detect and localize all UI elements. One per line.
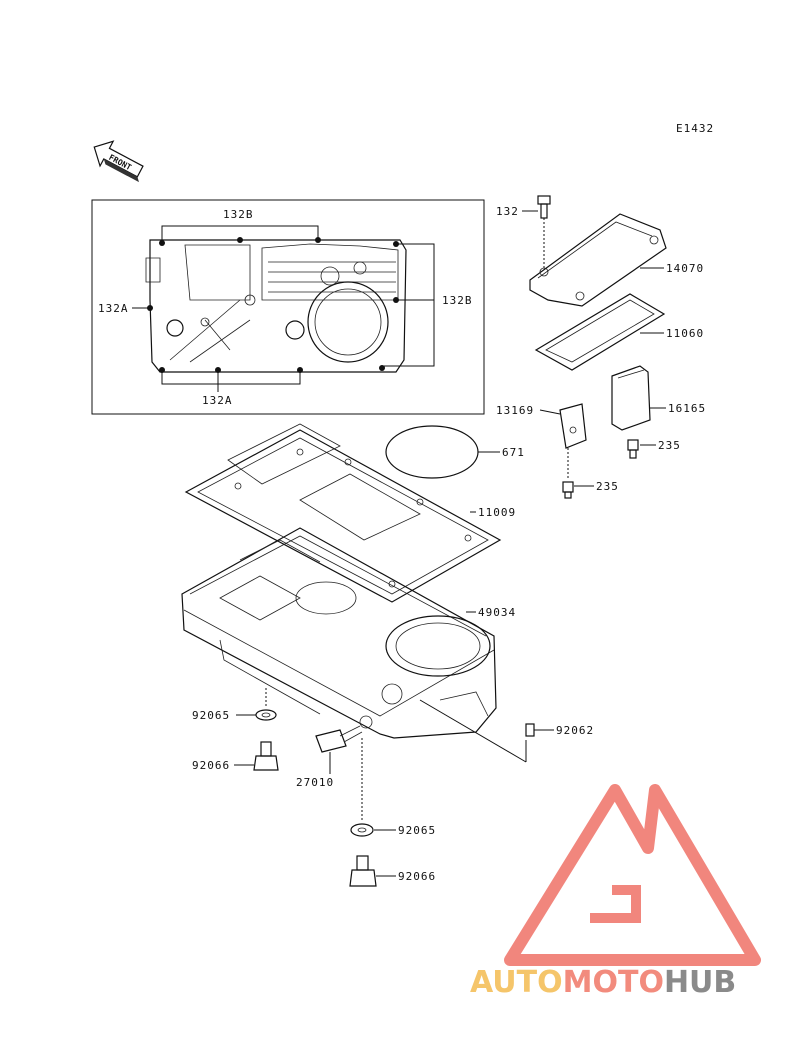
watermark-auto: AUTO [470, 965, 563, 1000]
o-ring-671 [385, 425, 479, 479]
breather-cover-14070 [529, 213, 667, 307]
automotohub-logo-icon [504, 784, 761, 966]
label-27010: 27010 [296, 776, 334, 789]
label-132B-right: 132B [442, 294, 473, 307]
gasket-11060 [534, 293, 666, 371]
bolt-235-lower [562, 481, 574, 499]
oil-pan-gasket-11009 [184, 423, 502, 603]
inset-box [91, 199, 485, 415]
plate-16165 [611, 365, 651, 431]
label-11009: 11009 [478, 506, 516, 519]
label-132: 132 [496, 205, 519, 218]
oil-pan-49034 [181, 527, 497, 739]
inset-leader-lines [132, 225, 435, 392]
label-92066-lower: 92066 [398, 870, 436, 883]
plug-92066-left [253, 741, 279, 771]
label-92062: 92062 [556, 724, 594, 737]
watermark-text: AUTOMOTOHUB [470, 965, 736, 1000]
bracket-13169 [559, 403, 587, 449]
bolt-235-right [627, 439, 639, 459]
bolt-132 [537, 195, 551, 219]
washer-92065-lower [350, 823, 374, 837]
label-235-right: 235 [658, 439, 681, 452]
watermark-hub: HUB [664, 965, 736, 1000]
label-92065-lower: 92065 [398, 824, 436, 837]
label-671: 671 [502, 446, 525, 459]
label-132A-bottom: 132A [202, 394, 233, 407]
label-132A-left: 132A [98, 302, 129, 315]
oil-pressure-switch-27010 [315, 725, 363, 753]
label-13169: 13169 [496, 404, 534, 417]
label-11060: 11060 [666, 327, 704, 340]
front-arrow-icon: FRONT [93, 140, 144, 183]
plug-92066-lower [349, 855, 377, 887]
plug-92062 [525, 723, 535, 737]
label-235-lower: 235 [596, 480, 619, 493]
label-132B-top: 132B [223, 208, 254, 221]
label-49034: 49034 [478, 606, 516, 619]
label-16165: 16165 [668, 402, 706, 415]
label-92066-left: 92066 [192, 759, 230, 772]
watermark-moto: MOTO [563, 965, 664, 1000]
oil-pan-top-view [145, 237, 407, 373]
label-14070: 14070 [666, 262, 704, 275]
diagram-code: E1432 [676, 122, 714, 135]
label-92065-left: 92065 [192, 709, 230, 722]
washer-92065-left [255, 709, 277, 721]
